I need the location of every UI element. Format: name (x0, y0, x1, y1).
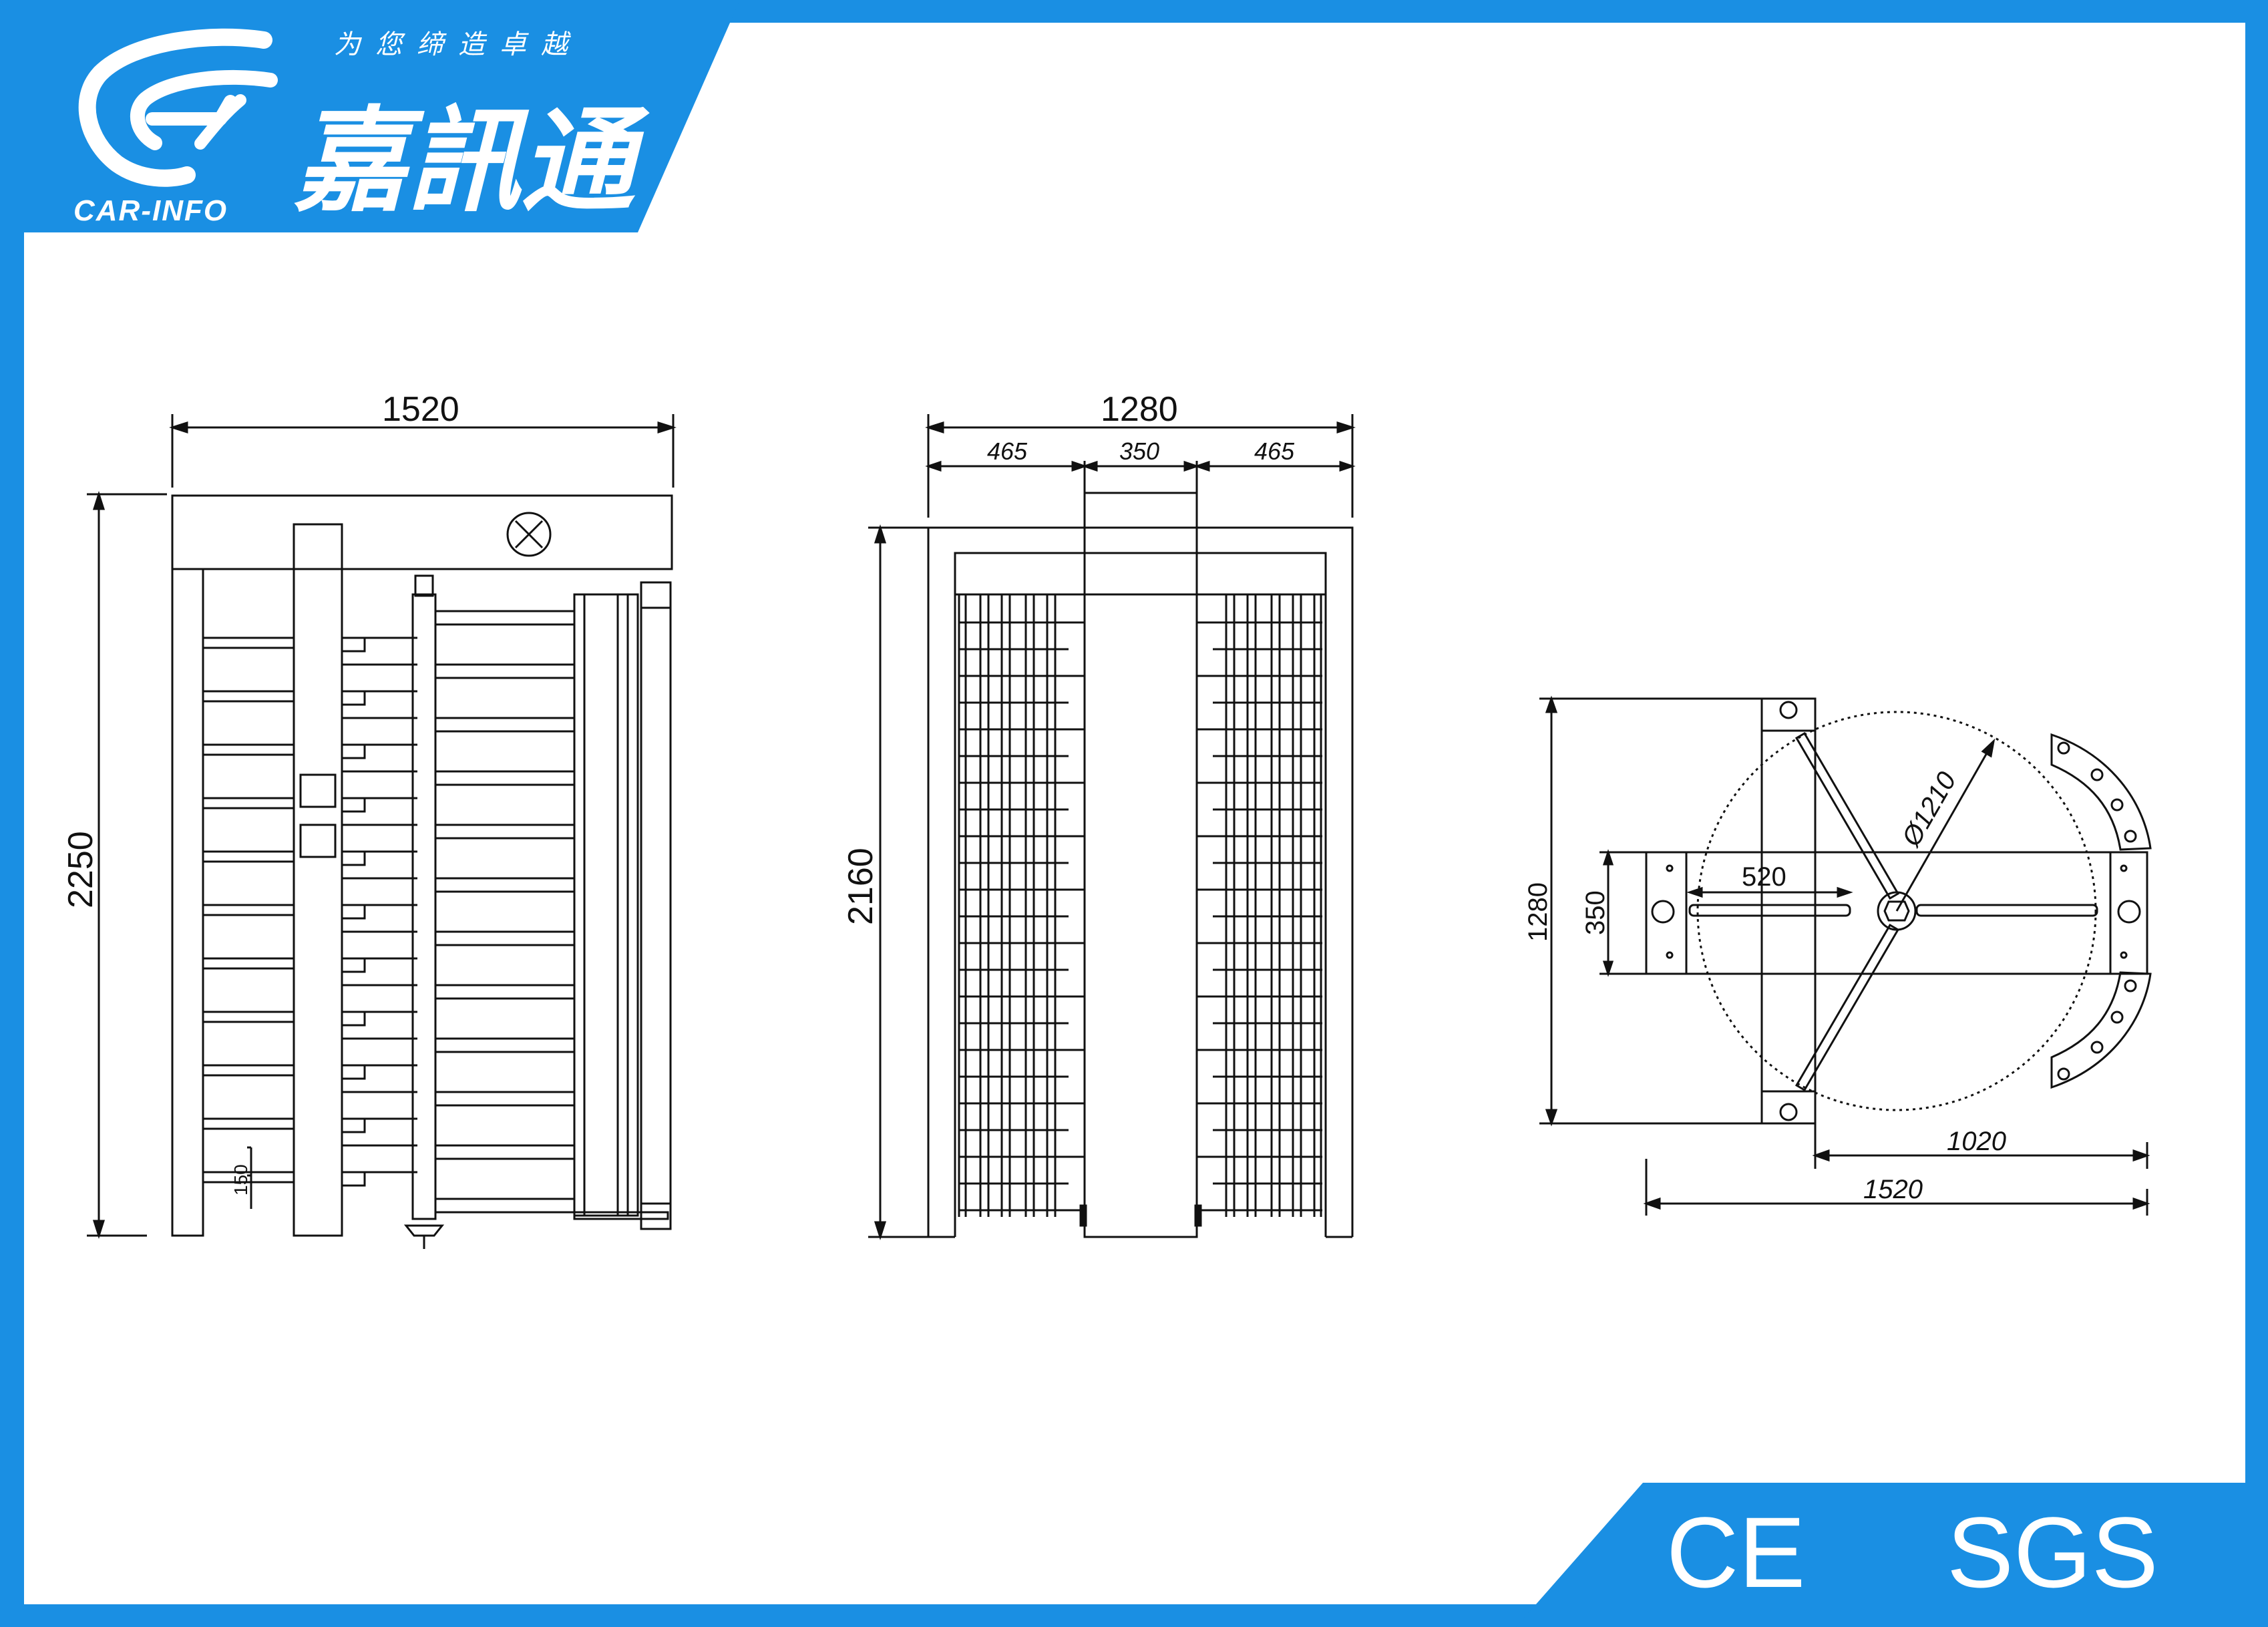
side-right-cage (1197, 594, 1322, 1217)
front-top-bracket (640, 581, 672, 609)
brand-slogan: 为您缔造卓越 (334, 29, 582, 60)
front-width-label: 1520 (382, 390, 459, 429)
top-base-plate (1645, 851, 2148, 975)
top-overall-label: 1520 (1863, 1175, 1923, 1204)
top-arm-right (1915, 904, 2098, 917)
x-circle-icon (506, 512, 552, 557)
top-view: 1280 350 Ø1210 52 (1523, 695, 2152, 1216)
brand-name-cn: 嘉訊通 (294, 96, 650, 228)
side-height-label: 2160 (841, 848, 880, 925)
top-depth-label: 1280 (1523, 882, 1553, 942)
front-rotor-shaft (411, 593, 437, 1220)
top-arm-lower (1794, 923, 1900, 1092)
top-guard-lower (2050, 971, 2152, 1089)
brand-logo-icon (78, 28, 278, 187)
top-sweep-circle (1696, 711, 2097, 1111)
front-rotor-arms (342, 637, 417, 1187)
top-arm-upper (1794, 731, 1900, 900)
side-view: 1280 465 350 465 2160 (841, 390, 1356, 1240)
side-width-label: 1280 (1101, 390, 1178, 429)
side-outer-frame (927, 526, 1354, 1237)
card-reader-bottom (299, 824, 337, 858)
top-base-label: 350 (1581, 890, 1610, 935)
brand-name-en: CAR-INFO (73, 194, 228, 227)
front-spacing-label: 150 (230, 1164, 251, 1196)
brand-header: CAR-INFO 为您缔造卓越 嘉訊通 (0, 0, 740, 232)
top-rotor-hub (1877, 891, 1917, 931)
side-left-section-label: 465 (987, 437, 1028, 465)
front-right-fence (573, 593, 639, 1217)
front-top-housing (171, 494, 673, 570)
cert-footer: CE SGS (1516, 1483, 2268, 1627)
top-guard-upper (2050, 733, 2152, 851)
card-reader-top (299, 773, 337, 808)
ce-mark: CE (1666, 1496, 1805, 1608)
top-post-plate (1760, 697, 1817, 1125)
top-arm-label: 520 (1742, 862, 1786, 892)
front-view: 1520 2250 (61, 390, 677, 1249)
front-bottom-bracket (640, 1202, 672, 1230)
front-left-bars (203, 637, 294, 1184)
top-sweep-label: 1020 (1947, 1127, 2006, 1156)
side-center-section-label: 350 (1119, 437, 1159, 465)
top-arm-left (1688, 904, 1851, 917)
front-right-bars (435, 610, 574, 1214)
top-diameter-label: Ø1210 (1896, 767, 1962, 852)
sgs-mark: SGS (1947, 1496, 2158, 1608)
front-center-column (293, 523, 343, 1237)
side-right-section-label: 465 (1254, 437, 1295, 465)
front-left-post (171, 568, 204, 1237)
side-left-cage (958, 594, 1085, 1217)
side-center-column (1083, 492, 1198, 1238)
front-height-label: 2250 (61, 831, 100, 908)
